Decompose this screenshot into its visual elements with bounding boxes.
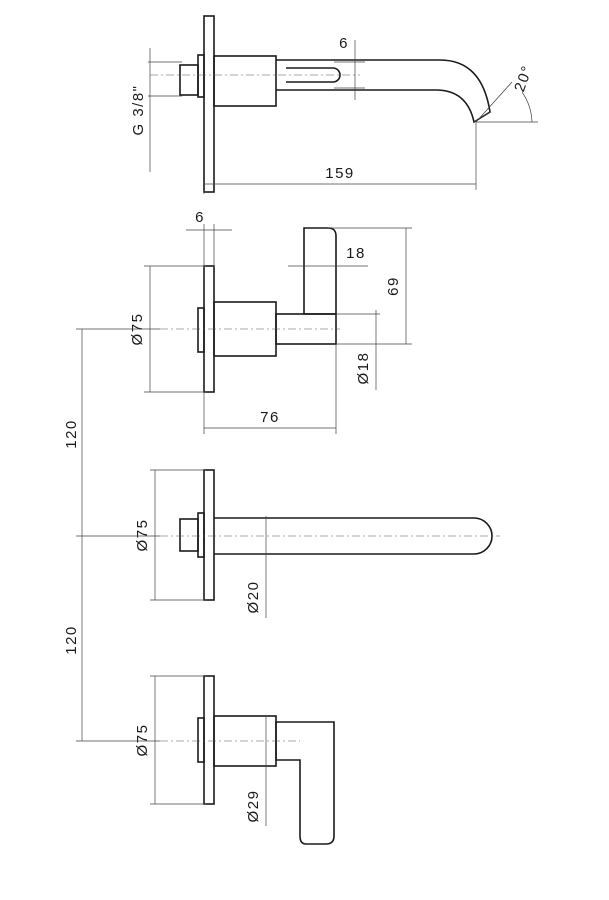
thread-size-label: G 3/8" bbox=[130, 84, 147, 135]
lever-hub-diameter-dimension: Ø18 bbox=[355, 352, 372, 385]
spout-length-dimension: 159 bbox=[325, 165, 355, 182]
lever-height-dimension: 69 bbox=[385, 276, 402, 296]
flange-diameter-dimension: Ø75 bbox=[134, 724, 151, 757]
spout-width-dimension: 6 bbox=[339, 35, 349, 52]
flange-thickness-dimension: 6 bbox=[195, 209, 205, 226]
spacing-dimensions: 120 120 bbox=[63, 328, 160, 742]
flange-diameter-dimension: Ø75 bbox=[134, 519, 151, 552]
lever-handle bbox=[275, 721, 335, 845]
lever-front-view: Ø75 Ø29 bbox=[134, 675, 335, 845]
aerator-slot bbox=[286, 67, 341, 83]
spout-front-view: Ø75 Ø20 bbox=[134, 469, 500, 618]
lever-handle bbox=[303, 227, 337, 315]
flange-collar bbox=[197, 717, 205, 763]
spout-side-view: G 3/8" 6 159 20° bbox=[130, 15, 538, 194]
wall-flange bbox=[203, 469, 215, 601]
spout-tip bbox=[473, 111, 491, 123]
wall-flange bbox=[203, 15, 215, 193]
lower-spacing-dimension: 120 bbox=[63, 625, 80, 655]
flange-collar bbox=[197, 54, 205, 98]
hub-diameter-dimension: Ø29 bbox=[245, 790, 262, 823]
spout-body bbox=[213, 55, 277, 107]
lever-side-view: 6 18 69 Ø18 Ø75 76 bbox=[129, 209, 412, 434]
threaded-connector bbox=[179, 518, 199, 552]
flange-collar bbox=[197, 307, 205, 353]
spout-angle-dimension: 20° bbox=[511, 63, 536, 94]
upper-spacing-dimension: 120 bbox=[63, 419, 80, 449]
wall-flange bbox=[203, 675, 215, 805]
threaded-connector bbox=[179, 64, 199, 96]
spout-arm bbox=[276, 59, 491, 124]
lever-projection-dimension: 76 bbox=[260, 409, 280, 426]
lever-thickness-dimension: 18 bbox=[346, 245, 366, 262]
spout-diameter-dimension: Ø20 bbox=[245, 581, 262, 614]
flange-collar bbox=[197, 512, 205, 558]
